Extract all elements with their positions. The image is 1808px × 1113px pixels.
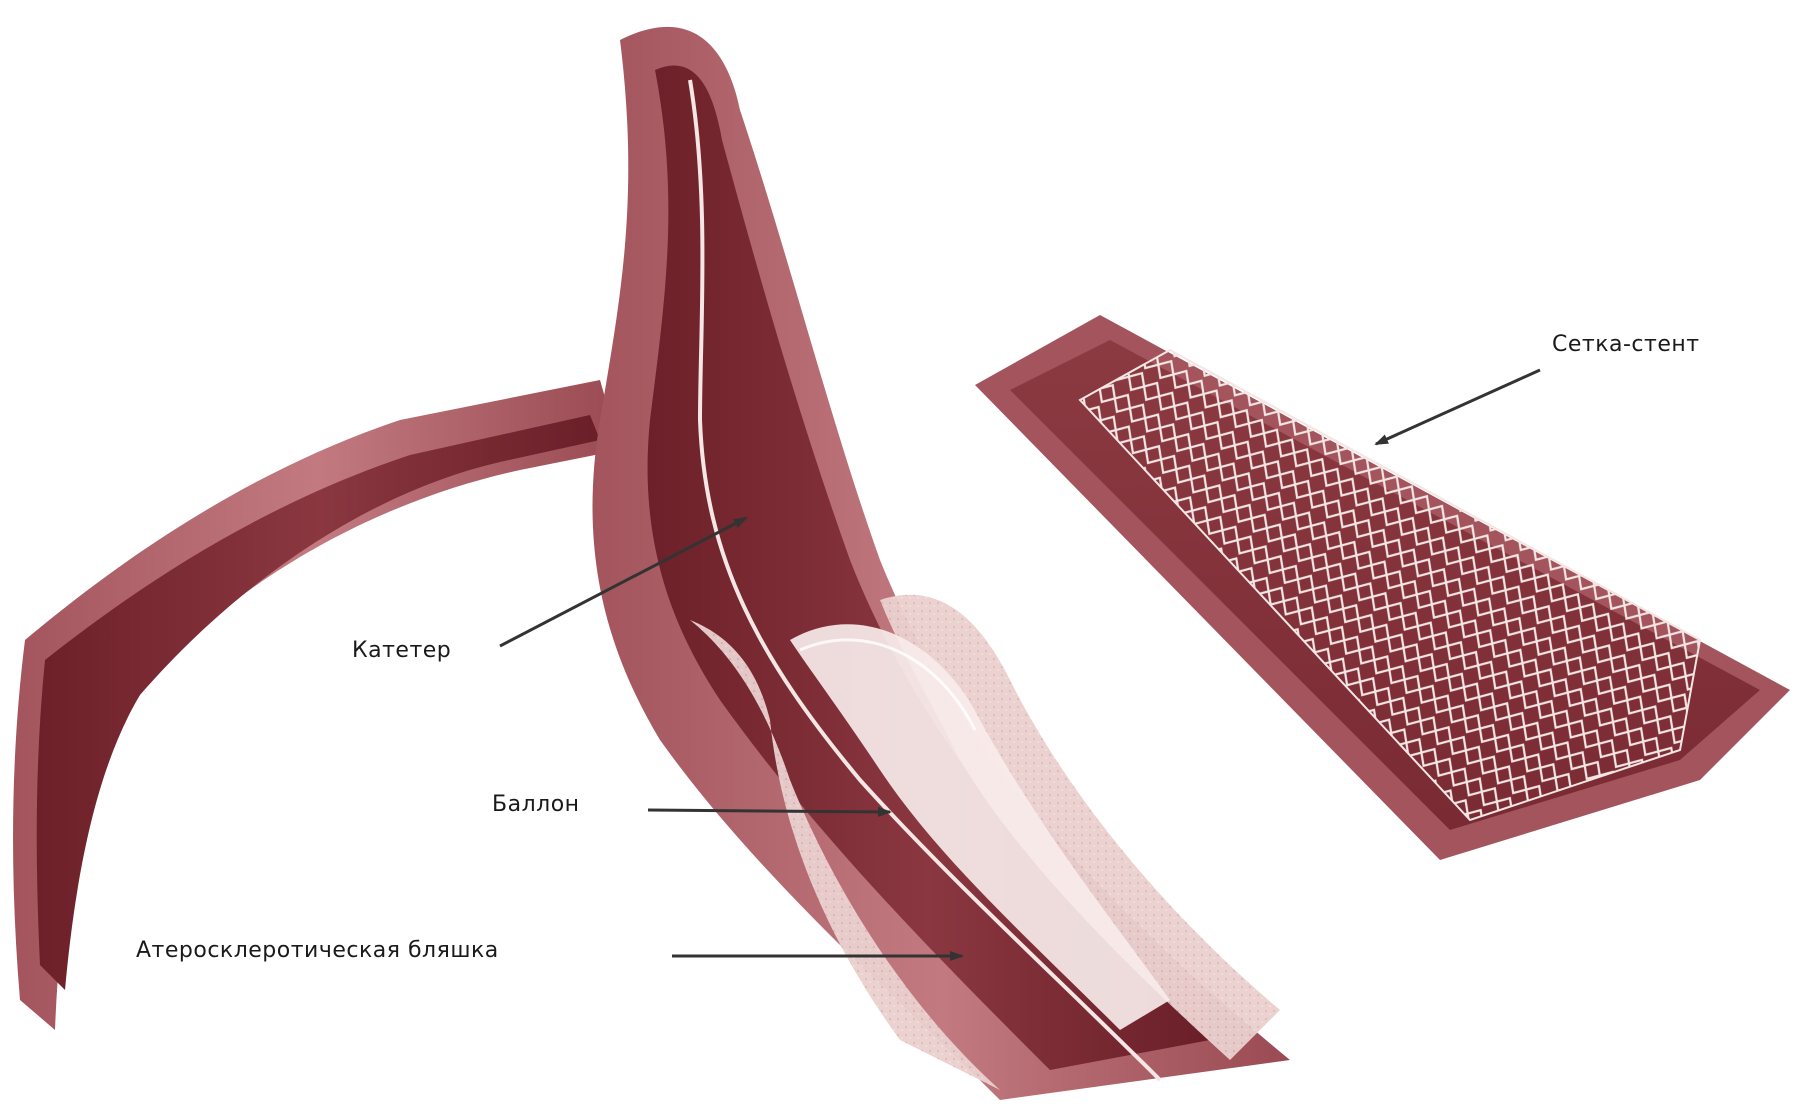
stent-vessel (975, 315, 1790, 860)
stent-arrow (1376, 370, 1540, 444)
catheter-label: Катетер (352, 638, 451, 663)
balloon-arrow (648, 810, 890, 812)
balloon-label: Баллон (492, 792, 580, 817)
stent-label: Сетка-стент (1552, 332, 1700, 357)
branch-vessel (13, 380, 620, 1030)
plaque-label: Атеросклеротическая бляшка (136, 938, 499, 963)
